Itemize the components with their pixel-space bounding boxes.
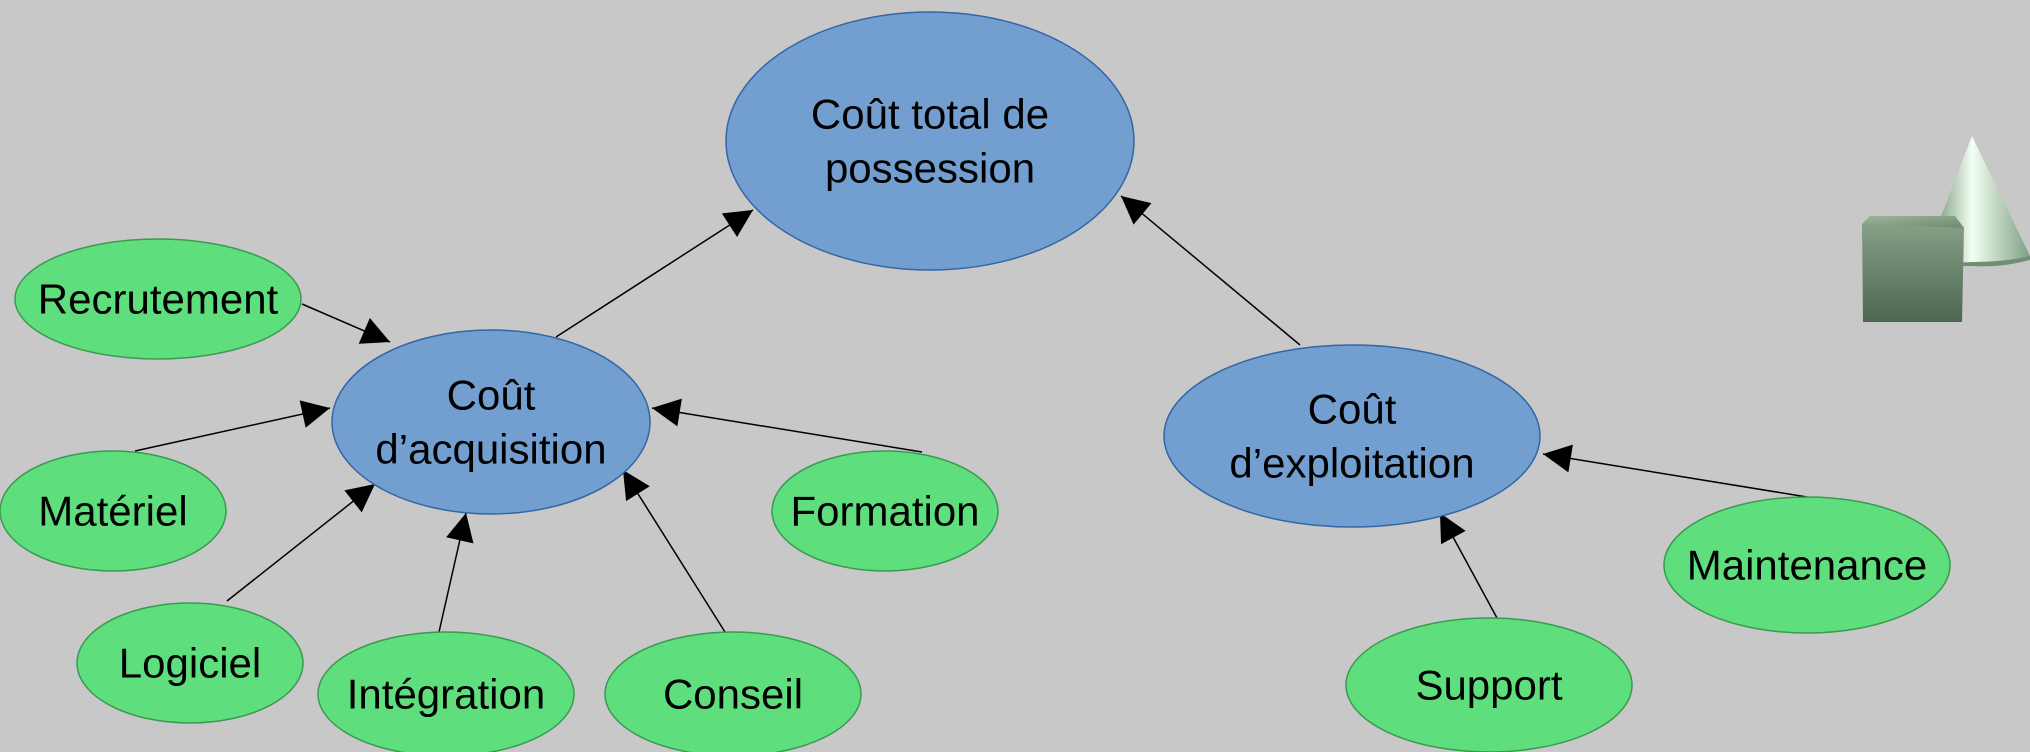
- node-total-label: Coût total de: [811, 91, 1049, 138]
- arrow-materiel-to-acquisition: [134, 400, 331, 452]
- node-conseil: Conseil: [604, 631, 862, 752]
- node-conseil-label: Conseil: [663, 671, 803, 718]
- node-conseil-shape: [604, 631, 862, 752]
- node-support: Support: [1345, 617, 1633, 752]
- node-formation: Formation: [771, 450, 999, 572]
- node-exploitation-shape: [1163, 344, 1541, 528]
- node-recrutement: Recrutement: [14, 238, 302, 360]
- arrow-maintenance-to-exploitation: [1542, 444, 1808, 498]
- node-acquisition: Coût d’acquisition: [331, 329, 651, 515]
- node-recrutement-label: Recrutement: [38, 276, 279, 323]
- arrow-conseil-to-acquisition: [622, 469, 726, 633]
- node-maintenance-label: Maintenance: [1687, 542, 1928, 589]
- arrow-acquisition-to-total: [555, 209, 754, 338]
- node-support-label: Support: [1415, 662, 1562, 709]
- node-logiciel-label: Logiciel: [119, 640, 261, 687]
- node-maintenance-shape: [1663, 496, 1951, 634]
- arrow-logiciel-to-acquisition: [226, 483, 376, 602]
- node-total: Coût total de possession: [725, 11, 1135, 271]
- node-acquisition-shape: [331, 329, 651, 515]
- arrow-recrutement-to-acquisition: [301, 303, 391, 344]
- node-total-label: possession: [825, 144, 1035, 191]
- node-materiel-shape: [0, 450, 227, 572]
- node-acquisition-label: d’acquisition: [375, 425, 606, 472]
- node-formation-label: Formation: [790, 488, 979, 535]
- arrow-support-to-exploitation: [1439, 512, 1498, 619]
- node-integration: Intégration: [317, 631, 575, 752]
- node-logiciel: Logiciel: [76, 602, 304, 724]
- node-maintenance: Maintenance: [1663, 496, 1951, 634]
- node-integration-label: Intégration: [347, 671, 545, 718]
- node-logiciel-shape: [76, 602, 304, 724]
- node-exploitation: Coût d’exploitation: [1163, 344, 1541, 528]
- node-materiel-label: Matériel: [38, 488, 187, 535]
- node-exploitation-label: Coût: [1308, 386, 1397, 433]
- arrow-exploitation-to-total: [1120, 195, 1301, 346]
- node-total-shape: [725, 11, 1135, 271]
- node-acquisition-label: Coût: [447, 372, 536, 419]
- node-support-shape: [1345, 617, 1633, 752]
- 3d-shapes-icon: [1862, 136, 2030, 322]
- node-materiel: Matériel: [0, 450, 227, 572]
- arrow-formation-to-acquisition: [651, 398, 923, 453]
- node-exploitation-label: d’exploitation: [1229, 439, 1474, 486]
- node-integration-shape: [317, 631, 575, 752]
- arrow-integration-to-acquisition: [438, 512, 474, 633]
- edges-layer: [134, 195, 1808, 633]
- node-recrutement-shape: [14, 238, 302, 360]
- node-formation-shape: [771, 450, 999, 572]
